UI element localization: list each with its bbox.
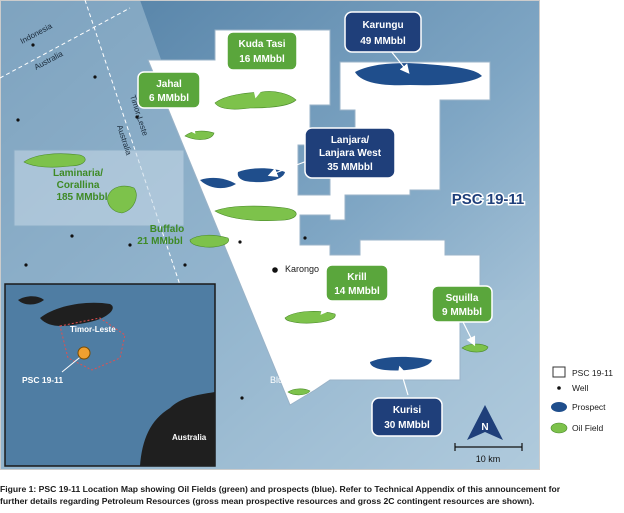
bluff-label: Bluff xyxy=(270,375,288,385)
scale-bar: 10 km xyxy=(454,443,523,464)
karongo-label: Karongo xyxy=(285,264,319,274)
green-ellipse-icon xyxy=(550,422,568,434)
corallina-field xyxy=(107,185,137,214)
karungu-prospect xyxy=(355,63,482,86)
karungu-box xyxy=(344,11,422,53)
kurisi-prospect xyxy=(370,356,432,371)
kurisi-leader xyxy=(397,365,409,396)
well xyxy=(16,118,20,122)
kurisi-name: Kurisi xyxy=(393,405,422,416)
jahal-box xyxy=(137,71,201,109)
well xyxy=(93,75,97,79)
bluff-field xyxy=(287,388,311,396)
well xyxy=(240,396,244,400)
lanjara-west-prospect xyxy=(200,177,236,189)
well xyxy=(128,243,132,247)
figure-caption: Figure 1: PSC 19-11 Location Map showing… xyxy=(0,483,624,507)
kurisi-value: 30 MMbbl xyxy=(384,420,430,431)
squilla-value: 9 MMbbl xyxy=(442,307,482,318)
buffalo-field xyxy=(189,234,229,248)
karungu-name: Karungu xyxy=(362,20,403,31)
karungu-callout: Karungu 49 MMbbl xyxy=(344,11,422,53)
north-arrow-label: N xyxy=(481,422,488,433)
kuda-tasi-value: 16 MMbbl xyxy=(239,54,285,65)
kitan-field xyxy=(214,205,297,222)
squilla-name: Squilla xyxy=(446,293,479,304)
lanjara-value: 35 MMbbl xyxy=(327,162,373,173)
lanjara-box xyxy=(304,127,396,179)
well xyxy=(303,236,307,240)
psc-block-label: PSC 19-11 xyxy=(452,191,525,208)
well xyxy=(135,115,139,119)
well xyxy=(70,234,74,238)
kuda-tasi-field xyxy=(214,91,297,110)
legend-well-label: Well xyxy=(572,383,588,393)
squilla-leader xyxy=(461,319,476,347)
laminaria-field xyxy=(23,153,86,168)
caption-line-1: Figure 1: PSC 19-11 Location Map showing… xyxy=(0,484,561,494)
inset-australia-land xyxy=(140,392,215,466)
krill-box xyxy=(325,264,389,302)
lanjara-callout: Lanjara/ Lanjara West 35 MMbbl xyxy=(304,127,396,179)
karungu-value: 49 MMbbl xyxy=(360,36,406,47)
inset-map: Timor-Leste PSC 19-11 Australia xyxy=(4,283,216,467)
lanjara-name-2: Lanjara West xyxy=(319,148,382,159)
laminaria-corallina-label: Laminaria/ Corallina 185 MMbbl xyxy=(53,168,108,203)
blue-ellipse-icon xyxy=(551,402,567,412)
inset-psc-marker xyxy=(77,346,91,360)
jahal-leader xyxy=(175,107,196,134)
indonesia-australia-boundary xyxy=(0,7,131,79)
krill-value: 14 MMbbl xyxy=(334,286,380,297)
timor-australia-boundary xyxy=(84,0,181,286)
lanjara-name-1: Lanjara/ xyxy=(331,135,370,146)
inset-australia-label: Australia xyxy=(172,433,207,442)
well xyxy=(31,43,35,47)
well xyxy=(238,240,242,244)
dot-icon xyxy=(557,386,561,390)
legend-psc-label: PSC 19-11 xyxy=(572,368,613,378)
well xyxy=(183,263,187,267)
psc-block xyxy=(147,29,491,406)
kuda-tasi-name: Kuda Tasi xyxy=(238,39,285,50)
legend-prospect-label: Prospect xyxy=(572,402,606,412)
jahal-name: Jahal xyxy=(156,79,182,90)
kurisi-box xyxy=(371,397,443,437)
legend: PSC 19-11 Well Prospect Oil Field xyxy=(550,366,613,434)
wells xyxy=(16,43,307,400)
caption-line-2: further details regarding Petroleum Reso… xyxy=(0,496,535,506)
scale-bar-label: 10 km xyxy=(476,454,501,464)
buffalo-label: Buffalo 21 MMbbl xyxy=(137,224,184,247)
leader-lines xyxy=(175,49,476,396)
buffalo-value: 21 MMbbl xyxy=(137,236,183,247)
inset-psc-zone xyxy=(59,317,126,371)
north-arrow: N xyxy=(467,405,503,440)
krill-name: Krill xyxy=(347,272,367,283)
location-map: Indonesia Australia Timor-Leste Australi… xyxy=(0,0,613,470)
north-arrow-icon xyxy=(467,405,503,440)
inset-timor-leste-label: Timor-Leste xyxy=(70,325,116,334)
krill-callout: Krill 14 MMbbl xyxy=(325,264,389,302)
laminaria-value: 185 MMbbl xyxy=(56,192,107,203)
kitan-label: Kitan xyxy=(243,222,264,232)
map-frame xyxy=(0,0,540,470)
karungu-leader xyxy=(389,49,410,74)
kuda-tasi-leader xyxy=(252,69,263,99)
inset-timor-island xyxy=(40,302,113,326)
jahal-value: 6 MMbbl xyxy=(149,93,189,104)
buffalo-name: Buffalo xyxy=(150,224,184,235)
kuda-tasi-callout: Kuda Tasi 16 MMbbl xyxy=(226,31,298,71)
box-icon xyxy=(552,366,566,378)
well xyxy=(272,267,278,273)
inset-small-island xyxy=(18,296,44,305)
laminaria-name-1: Laminaria/ xyxy=(53,168,103,179)
laminaria-name-2: Corallina xyxy=(57,180,100,191)
kurisi-callout: Kurisi 30 MMbbl xyxy=(371,397,443,437)
inset-psc-label: PSC 19-11 xyxy=(22,375,63,385)
kuda-tasi-box xyxy=(226,31,298,71)
well xyxy=(24,263,28,267)
squilla-box xyxy=(431,285,493,323)
legend-oil-field-label: Oil Field xyxy=(572,423,603,433)
squilla-callout: Squilla 9 MMbbl xyxy=(431,285,493,323)
jahal-callout: Jahal 6 MMbbl xyxy=(137,71,201,109)
